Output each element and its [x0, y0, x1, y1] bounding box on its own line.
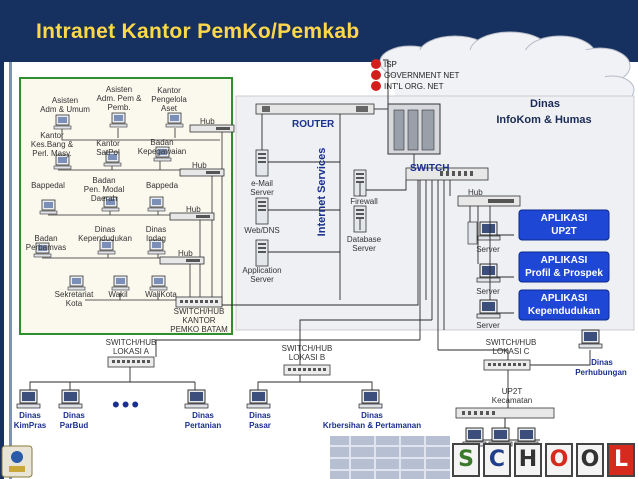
cloud-item-government-net: GOVERNMENT NET — [384, 71, 460, 80]
app-profil-line1: APLIKASI — [540, 255, 588, 266]
hub-label-1: Hub — [200, 117, 215, 126]
office-walikota: WaliKota — [145, 290, 177, 299]
school-letter-l: L — [607, 442, 635, 477]
hub-right-label: Hub — [468, 188, 483, 197]
office-asisten-adm-pem: Asisten Adm. Pem & Pemb. — [96, 85, 142, 112]
server-right-1: Server — [476, 245, 500, 254]
office-pasar-line2: Pasar — [249, 421, 271, 430]
office-indag: Dinas Indag — [145, 225, 167, 243]
office-kimpras-line1: Dinas — [19, 411, 41, 420]
hub-label-2: Hub — [192, 161, 207, 170]
app-up2t-line2: UP2T — [551, 226, 577, 237]
hub-label-3: Hub — [186, 205, 201, 214]
switch-lokasi-b-line2: LOKASI B — [288, 353, 326, 362]
database-server-line1: Database — [346, 235, 382, 244]
ellipsis-dots: ••• — [112, 392, 142, 417]
switch-lokasi-c-line2: LOKASI C — [492, 347, 530, 356]
cloud-item-isp: ISP — [384, 60, 397, 69]
cloud-item-intl-org-net: INT'L ORG. NET — [384, 82, 444, 91]
router-label: ROUTER — [292, 119, 335, 130]
internet-services-label: Internet Services — [316, 147, 328, 237]
infokom-title-line1: Dinas — [530, 98, 560, 110]
switch-pemko-line2: KANTOR — [182, 316, 216, 325]
school-letter-h: H — [514, 442, 542, 477]
switch-lokasi-a-line2: LOKASI A — [112, 347, 150, 356]
up2t-line1: UP2T — [501, 387, 523, 396]
office-perbamvas: Badan Perbamvas — [25, 234, 67, 252]
switch-lokasi-b-line1: SWITCH/HUB — [281, 344, 333, 353]
office-kebersihan-line2: Krbersihan & Pertamanan — [322, 421, 422, 430]
office-parbud-line1: Dinas — [63, 411, 85, 420]
office-pen-modal: Badan Pen. Modal Daerah — [83, 176, 125, 203]
school-logo: S C H O O L — [452, 440, 638, 479]
office-bappeda: Bappeda — [145, 181, 179, 190]
office-parbud-line2: ParBud — [59, 421, 89, 430]
office-satpol: Kantor SatPol — [96, 139, 120, 157]
office-sekretariat: Sekretariat Kota — [54, 290, 94, 308]
office-kebersihan-line1: Dinas — [361, 411, 383, 420]
office-kesbang: Kantor Kes.Bang & Perl. Masy. — [30, 131, 74, 158]
switch-pemko-line3: PEMKO BATAM — [170, 325, 228, 334]
app-profil-line2: Profil & Prospek — [525, 268, 603, 279]
server-right-2: Server — [476, 287, 500, 296]
office-kimpras-line2: KimPras — [13, 421, 47, 430]
office-bappedal: Bappedal — [31, 181, 65, 190]
firewall-label: Firewall — [350, 197, 378, 206]
switch-lokasi-a-line1: SWITCH/HUB — [105, 338, 157, 347]
office-perhubungan-line2: Perhubungan — [575, 368, 627, 377]
slide-title: Intranet Kantor PemKo/Pemkab — [36, 20, 360, 43]
office-pasar-line1: Dinas — [249, 411, 271, 420]
office-asisten-adm-umum: Asisten Adm & Umum — [40, 96, 90, 114]
email-server-line2: Server — [250, 188, 274, 197]
app-server-line1: Application — [242, 266, 282, 275]
email-server-line1: e-Mail — [251, 179, 273, 188]
app-server-line2: Server — [250, 275, 274, 284]
infokom-title-line2: InfoKom & Humas — [496, 114, 592, 126]
database-server-line2: Server — [352, 244, 376, 253]
switch-lokasi-c-line1: SWITCH/HUB — [485, 338, 537, 347]
office-perhubungan-line1: Dinas — [591, 358, 613, 367]
office-kantor-aset: Kantor Pengelola Aset — [151, 86, 187, 113]
app-up2t-line1: APLIKASI — [540, 213, 588, 224]
office-pertanian-line2: Pertanian — [184, 421, 222, 430]
web-dns-label: Web/DNS — [244, 226, 280, 235]
app-kependudukan-line1: APLIKASI — [540, 293, 588, 304]
school-letter-o1: O — [545, 442, 573, 477]
school-letter-o2: O — [576, 442, 604, 477]
office-wakil: Wakil — [108, 290, 128, 299]
school-letter-s: S — [452, 442, 480, 477]
server-right-3: Server — [476, 321, 500, 330]
app-kependudukan-line2: Kependudukan — [527, 306, 601, 317]
switch-main-label: SWITCH — [410, 163, 450, 174]
school-letter-c: C — [483, 442, 511, 477]
hub-label-4: Hub — [178, 249, 193, 258]
office-kepegawaian: Badan Kepegawaian — [137, 138, 187, 156]
office-pertanian-line1: Dinas — [192, 411, 214, 420]
switch-pemko-line1: SWITCH/HUB — [173, 307, 225, 316]
office-kependudukan: Dinas Kependudukan — [78, 225, 132, 243]
up2t-line2: Kecamatan — [491, 396, 533, 405]
